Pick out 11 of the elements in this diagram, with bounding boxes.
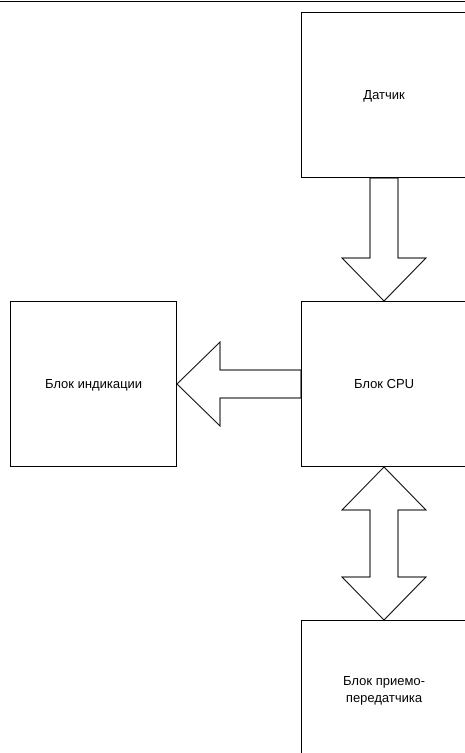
block-label: Блок индикации — [44, 376, 142, 392]
block-box — [301, 301, 465, 467]
block-arrow — [340, 466, 428, 621]
block-label: Блок приемо-передатчика — [342, 673, 426, 707]
block-box — [10, 301, 177, 467]
block-box — [301, 620, 465, 753]
block-arrow — [340, 178, 428, 302]
block-label: Блок CPU — [354, 376, 414, 392]
block-arrow — [176, 340, 302, 428]
block-box — [301, 12, 465, 178]
block-label: Датчик — [363, 86, 405, 104]
